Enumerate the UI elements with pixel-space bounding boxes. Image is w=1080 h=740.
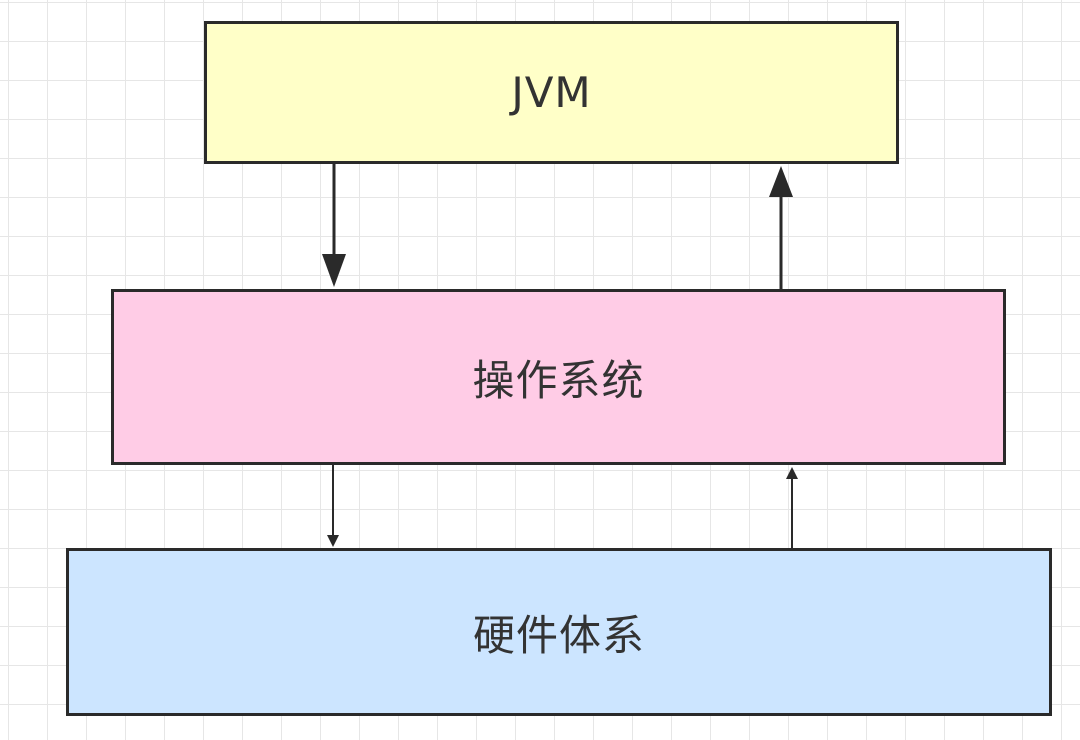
hardware-layer-label: 硬件体系 [472, 610, 645, 660]
jvm-layer-box: JVM [204, 21, 899, 164]
os-layer-box: 操作系统 [111, 289, 1006, 465]
jvm-layer-label: JVM [511, 68, 592, 117]
os-layer-label: 操作系统 [472, 355, 645, 405]
arrow-os-to-jvm [769, 166, 793, 289]
arrow-jvm-to-os [322, 164, 346, 287]
arrow-hardware-to-os [786, 467, 798, 548]
arrow-os-to-hardware [327, 465, 339, 547]
hardware-layer-box: 硬件体系 [66, 548, 1052, 716]
